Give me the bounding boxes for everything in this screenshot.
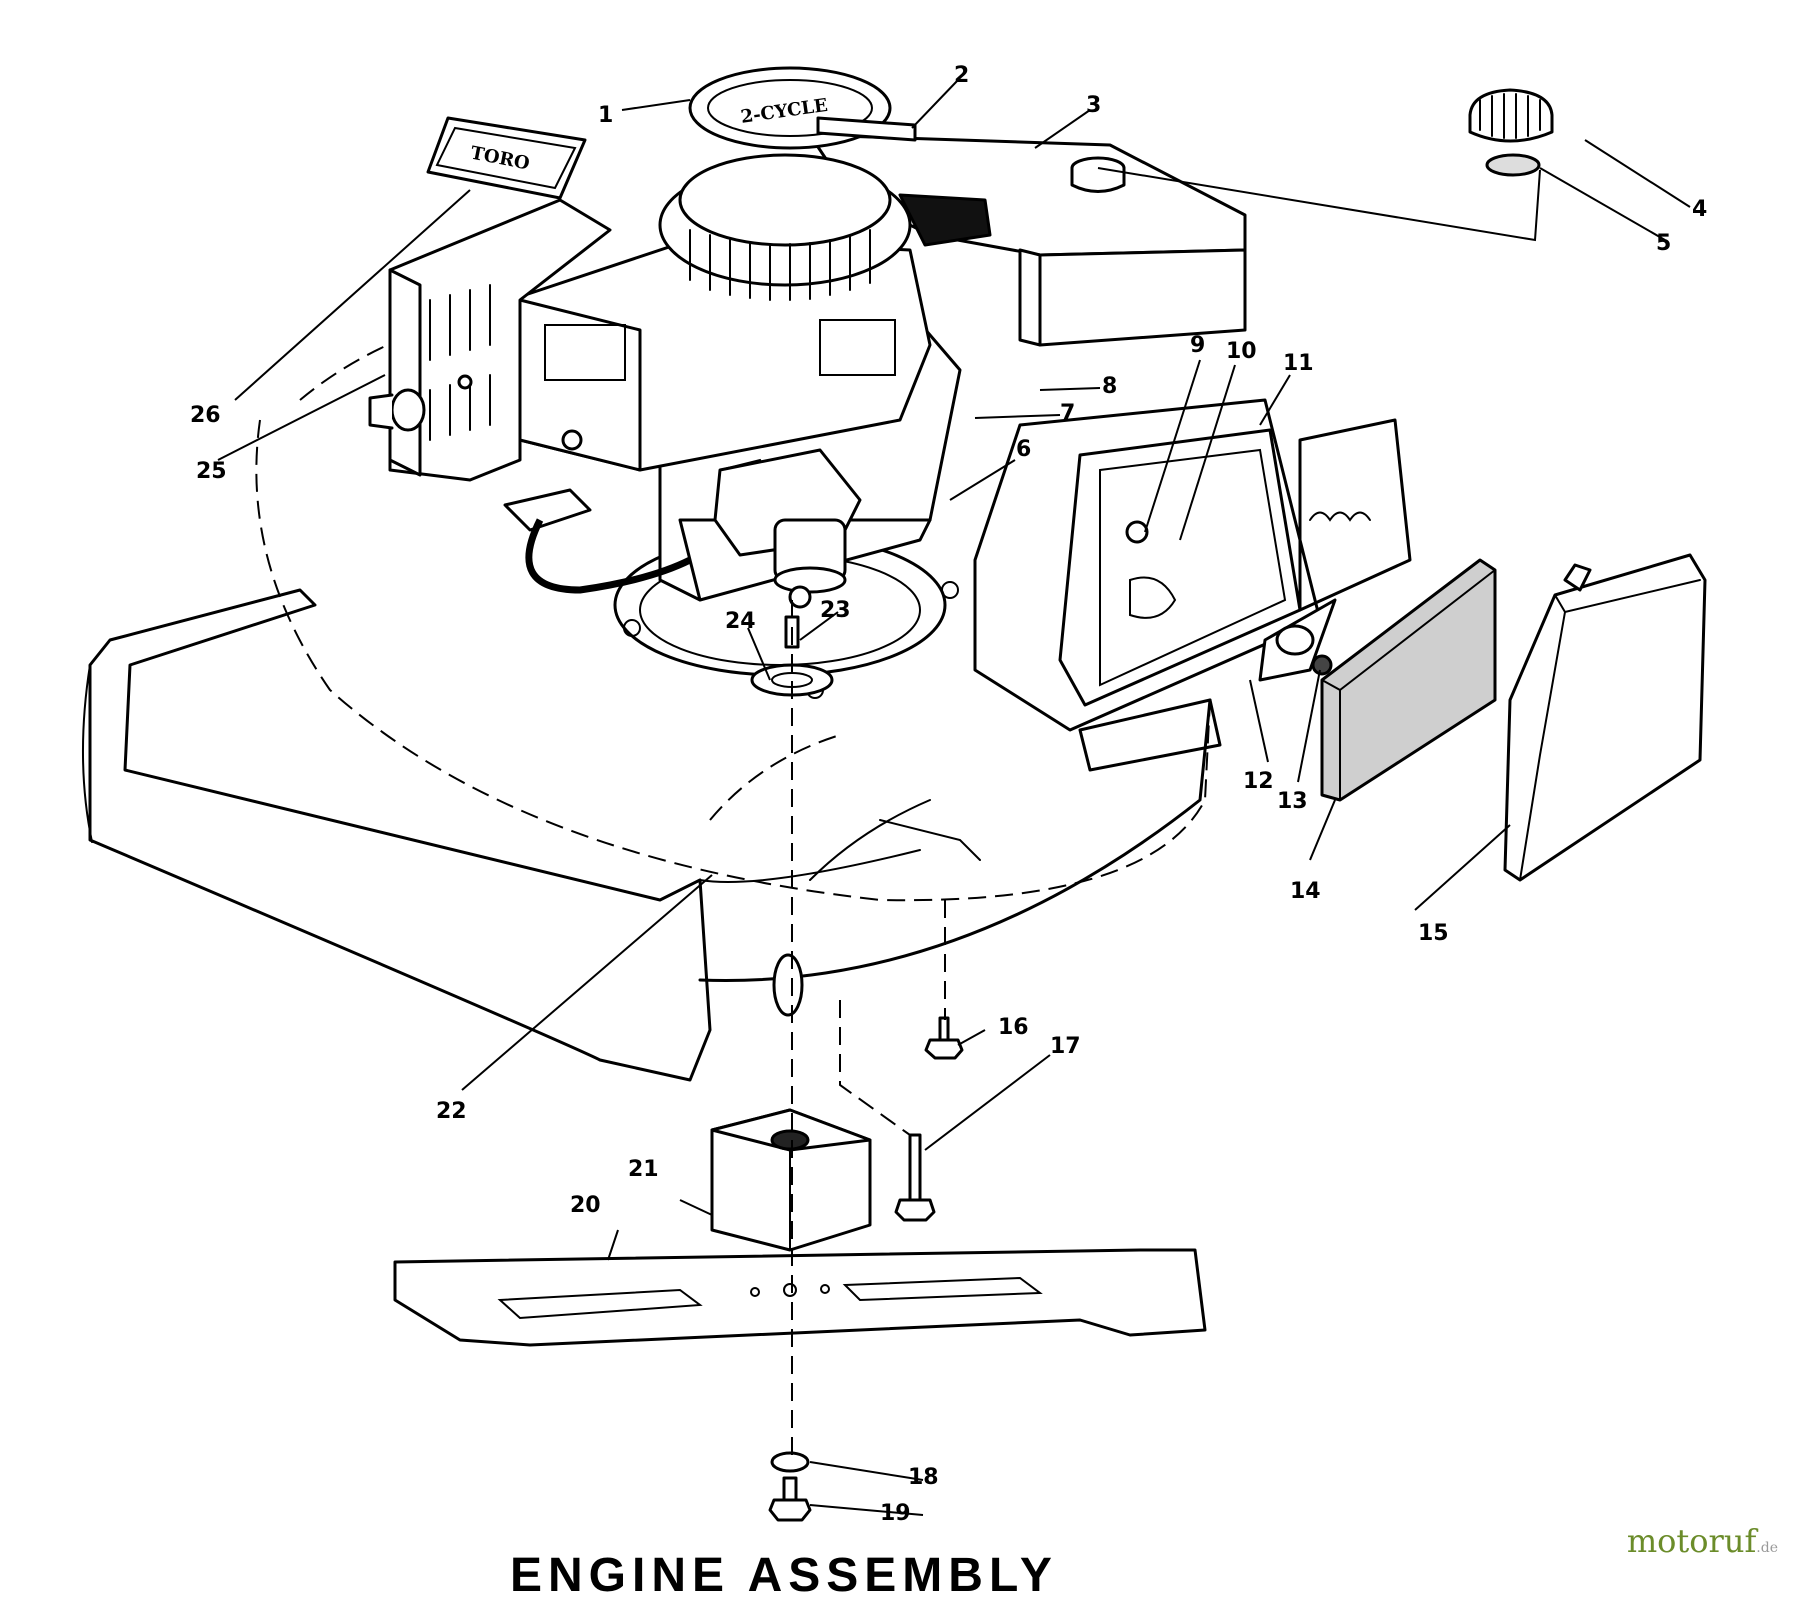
callout-19: 19	[880, 1501, 911, 1526]
callout-2: 2	[954, 63, 969, 88]
leader-lines	[217, 79, 1691, 1516]
air-cleaner-cover	[1503, 553, 1707, 882]
callout-26: 26	[190, 403, 221, 428]
callout-18: 18	[908, 1465, 939, 1490]
callout-16: 16	[998, 1015, 1029, 1040]
watermark-tld: .de	[1756, 1540, 1778, 1556]
recoil-starter	[658, 153, 992, 301]
diagram-title: ENGINE ASSEMBLY	[510, 1549, 1058, 1602]
callout-6: 6	[1016, 437, 1031, 462]
callout-8: 8	[1102, 374, 1117, 399]
air-filter-element	[1320, 558, 1497, 802]
blade-bolt	[768, 1476, 812, 1522]
bolt-17	[894, 1133, 936, 1222]
fuel-tank-bracket	[816, 116, 917, 142]
callout-4: 4	[1692, 197, 1707, 222]
muffler	[368, 198, 612, 482]
callout-14: 14	[1290, 879, 1321, 904]
deck-side-strip	[1078, 418, 1412, 772]
watermark: motoruf.de	[1627, 1522, 1778, 1560]
carburetor	[713, 448, 862, 609]
gas-cap	[1468, 88, 1554, 143]
mower-blade	[393, 1248, 1207, 1347]
spark-plug-boot	[503, 488, 692, 594]
watermark-name: motoruf	[1626, 1522, 1757, 1560]
callout-25: 25	[196, 459, 227, 484]
callout-21: 21	[628, 1157, 659, 1182]
callout-15: 15	[1418, 921, 1449, 946]
callout-10: 10	[1226, 339, 1257, 364]
callout-12: 12	[1243, 769, 1274, 794]
air-cleaner-body	[973, 398, 1322, 732]
callout-3: 3	[1086, 93, 1101, 118]
callout-23: 23	[820, 598, 851, 623]
callout-1: 1	[598, 103, 613, 128]
callout-labels: 1 2 3 4 5 6 7 8 9 10 11 12 13 14 15 16 1…	[190, 63, 1707, 1526]
gas-cap-gasket	[1485, 153, 1541, 177]
bolt-16	[924, 1016, 964, 1060]
callout-22: 22	[436, 1099, 467, 1124]
blade-washer	[770, 1451, 810, 1473]
callout-9: 9	[1190, 333, 1205, 358]
callout-17: 17	[1050, 1034, 1081, 1059]
mower-deck	[82, 299, 1212, 1082]
toro-nameplate: TORO	[426, 116, 587, 200]
callout-24: 24	[725, 609, 756, 634]
air-cleaner-gasket	[1258, 598, 1337, 682]
callout-7: 7	[1060, 401, 1075, 426]
air-cleaner-nut	[1311, 654, 1333, 676]
callout-11: 11	[1283, 351, 1314, 376]
callout-5: 5	[1656, 231, 1671, 256]
callout-20: 20	[570, 1193, 601, 1218]
callout-13: 13	[1277, 789, 1308, 814]
